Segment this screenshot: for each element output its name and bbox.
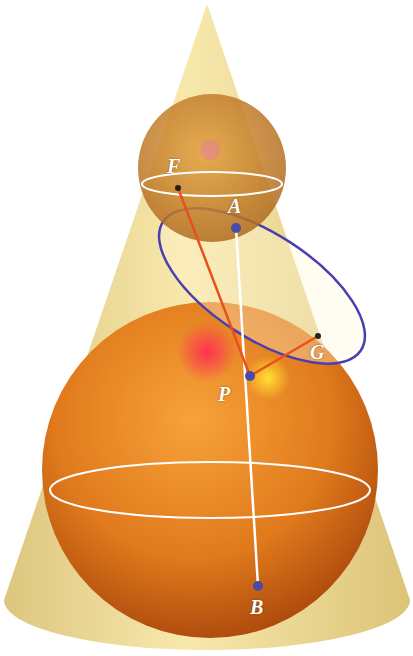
focal-line: [250, 336, 318, 376]
generator-line: [236, 228, 258, 586]
point-label: F: [167, 156, 180, 176]
small-sphere: [138, 94, 286, 242]
tangent-circle: [50, 462, 370, 518]
point-label: B: [250, 597, 263, 617]
tangent-circle: [142, 172, 282, 196]
focus-point: [315, 333, 321, 339]
highlight: [200, 140, 220, 160]
focal-line: [178, 188, 250, 376]
point-label: G: [310, 342, 324, 362]
focus-point: [175, 185, 181, 191]
point: [245, 371, 255, 381]
point-label: A: [228, 196, 241, 216]
cone: [4, 4, 410, 650]
point: [231, 223, 241, 233]
point-label: P: [218, 384, 230, 404]
point: [253, 581, 263, 591]
highlight: [177, 322, 237, 382]
highlight: [246, 356, 290, 400]
